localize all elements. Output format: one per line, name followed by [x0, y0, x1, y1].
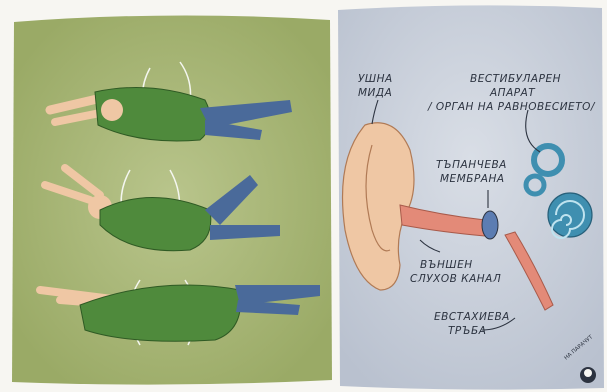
eardrum: [482, 211, 498, 239]
label-eustachian-2: ТРЪБА: [448, 325, 486, 337]
label-ear-canal-2: СЛУХОВ КАНАЛ: [410, 273, 501, 285]
label-ear-canal-1: ВЪНШЕН: [420, 259, 473, 271]
right-panel: УШНА МИДА ВЕСТИБУЛАРЕН АПАРАТ / ОРГАН НА…: [338, 5, 604, 389]
label-vestibular-3: / ОРГАН НА РАВНОВЕСИЕТО/: [427, 101, 596, 113]
label-eustachian-1: ЕВСТАХИЕВА: [434, 311, 510, 323]
label-vestibular-1: ВЕСТИБУЛАРЕН: [470, 73, 561, 85]
label-eardrum-1: ТЪПАНЧЕВА: [436, 159, 507, 171]
label-outer-ear-2: МИДА: [358, 87, 392, 99]
label-vestibular-2: АПАРАТ: [489, 87, 536, 99]
label-outer-ear-1: УШНА: [358, 73, 393, 85]
label-eardrum-2: МЕМБРАНА: [440, 173, 505, 185]
left-panel: [12, 15, 332, 384]
